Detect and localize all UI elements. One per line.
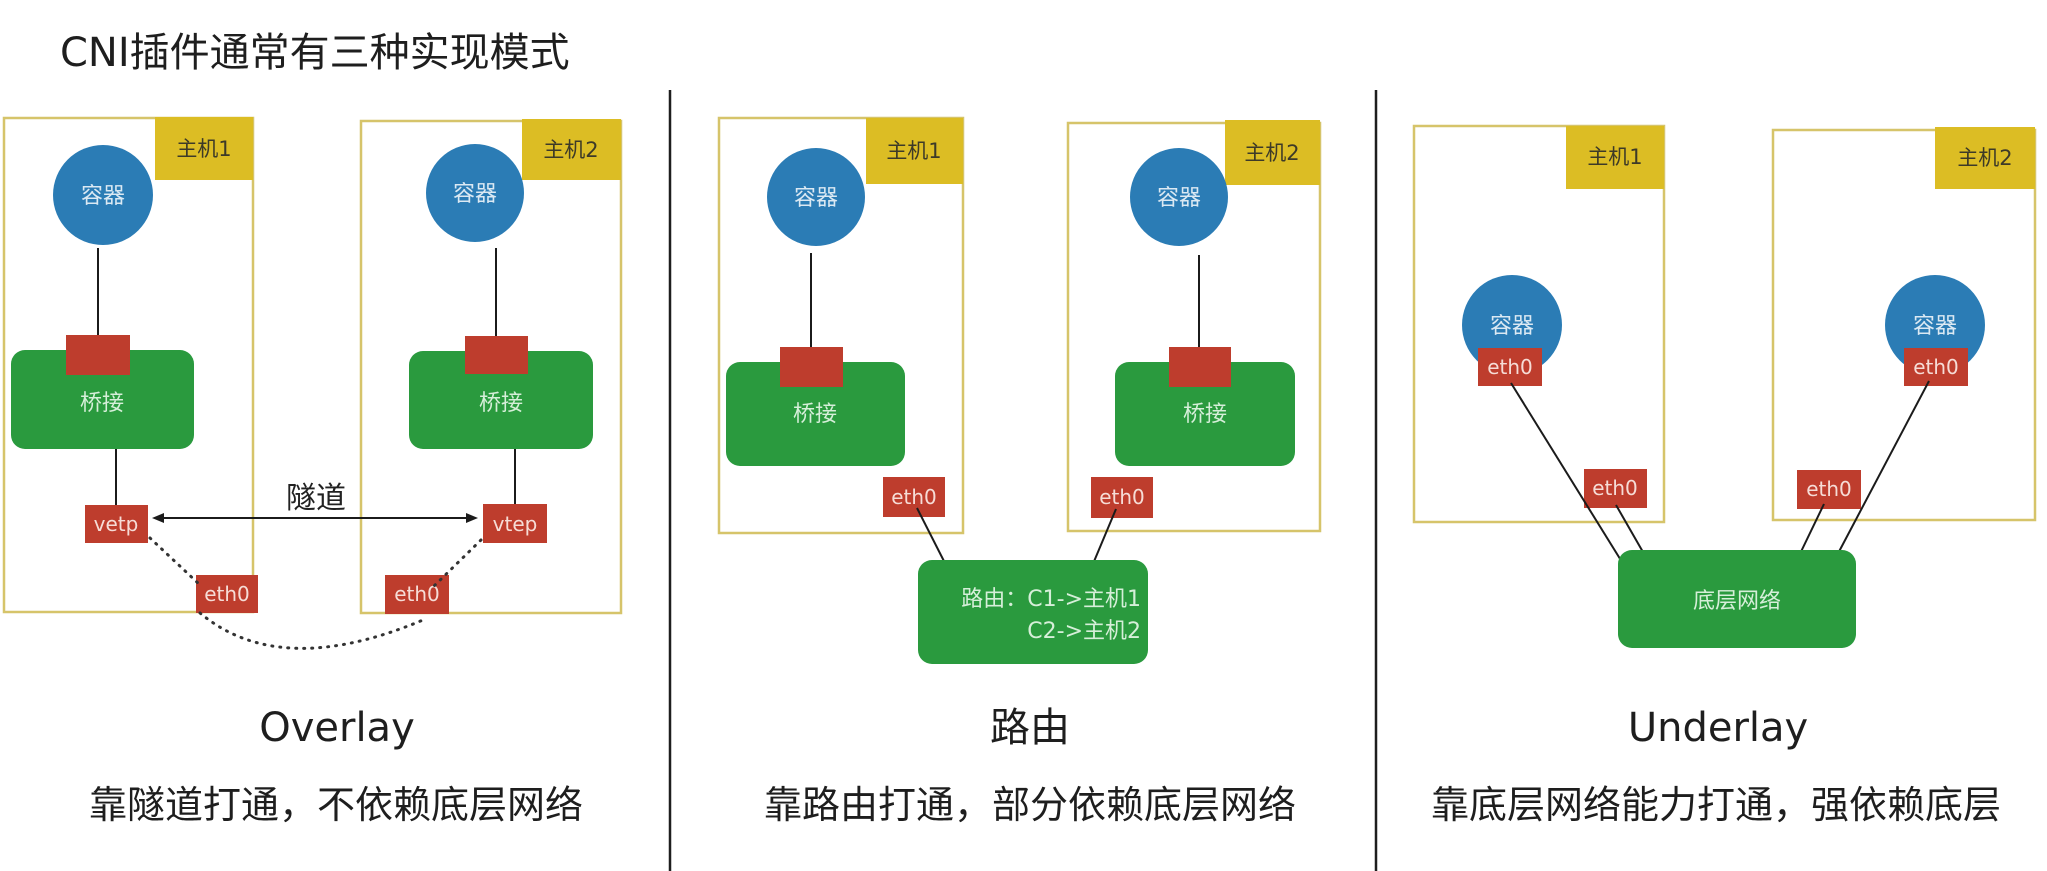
host1-eth0-label: eth0 — [204, 582, 250, 606]
overlay-mode-label: Overlay — [259, 705, 415, 751]
host-eth0-port — [1797, 470, 1861, 509]
underlay-mode-description: 靠底层网络能力打通，强依赖底层 — [1431, 783, 2001, 827]
container-label: 容器 — [1913, 314, 1957, 339]
bridge-port — [66, 335, 130, 375]
bridge-port — [1169, 347, 1231, 387]
container-label: 容器 — [794, 186, 838, 211]
host2-eth0-port — [385, 575, 449, 614]
underlay-network-label: 底层网络 — [1693, 589, 1781, 614]
container-label: 容器 — [81, 184, 125, 209]
host-tag — [1566, 126, 1664, 189]
underlay-mode-label: Underlay — [1628, 705, 1808, 751]
host-eth0-label: eth0 — [891, 485, 937, 509]
host2-eth0-label: eth0 — [394, 582, 440, 606]
underlay-section: 主机1 容器 eth0 eth0 主机2 容器 eth0 eth0 底层网络 — [1412, 124, 2037, 648]
container-eth0-port — [1904, 348, 1968, 386]
tunnel-arrow-right-head — [466, 513, 478, 523]
host-eth0-label: eth0 — [1806, 477, 1852, 501]
routing-mode-label: 路由 — [990, 705, 1070, 751]
routing-section: 主机1 容器 桥接 eth0 主机2 容器 桥接 eth0 — [717, 116, 1322, 664]
container-eth0-label: eth0 — [1487, 355, 1533, 379]
host-tag — [866, 118, 963, 184]
overlay-host2: 主机2 容器 桥接 vtep — [359, 119, 623, 615]
container-circle — [426, 144, 524, 242]
container-eth0-port — [1478, 348, 1542, 386]
bridge-label: 桥接 — [1183, 402, 1227, 427]
host-tag-label: 主机1 — [176, 137, 231, 161]
route-entry-1: 路由：C1->主机1 — [961, 587, 1141, 612]
bridge-port — [465, 336, 528, 374]
underlay-host2: 主机2 容器 eth0 eth0 — [1771, 127, 2037, 522]
bridge — [11, 350, 194, 449]
bridge-port — [780, 347, 843, 387]
host-tag-label: 主机1 — [886, 139, 941, 163]
routing-host2: 主机2 容器 桥接 eth0 — [1066, 120, 1322, 533]
overlay-section: 主机1 容器 桥接 vetp 主机2 容器 桥接 vtep — [2, 116, 623, 650]
underlay-network-box — [1618, 550, 1856, 648]
host-tag-label: 主机1 — [1587, 145, 1642, 169]
container-circle — [1130, 148, 1228, 246]
diagram-title: CNI插件通常有三种实现模式 — [60, 30, 570, 76]
overlay-host1: 主机1 容器 桥接 vetp — [2, 116, 255, 614]
host-tag — [1935, 127, 2035, 189]
underlay-host1: 主机1 容器 eth0 eth0 — [1412, 124, 1666, 524]
route-entry-2: C2->主机2 — [1027, 619, 1141, 644]
bridge — [1115, 362, 1295, 466]
container-label: 容器 — [1157, 186, 1201, 211]
vtep1-eth0-dotted-link — [148, 536, 202, 587]
host-eth0-label: eth0 — [1592, 476, 1638, 500]
bridge-label: 桥接 — [479, 391, 523, 416]
routing-host1: 主机1 容器 桥接 eth0 — [717, 116, 965, 535]
vtep2-eth0-dotted-link — [431, 538, 483, 589]
bridge-label: 桥接 — [80, 391, 124, 416]
host-tag-label: 主机2 — [543, 138, 598, 162]
container-label: 容器 — [453, 182, 497, 207]
container2-network-link — [1832, 380, 1930, 564]
bridge-label: 桥接 — [793, 402, 837, 427]
host-tag — [522, 119, 621, 180]
vtep-label: vtep — [493, 512, 538, 536]
host-tag-label: 主机2 — [1957, 146, 2012, 170]
host-eth0-port — [1584, 469, 1647, 508]
vtep-port — [85, 505, 148, 543]
host-eth0-port — [1091, 477, 1153, 518]
container1-network-link — [1510, 382, 1623, 563]
tunnel-label: 隧道 — [286, 481, 346, 516]
host-tag-label: 主机2 — [1244, 141, 1299, 165]
host-eth0-port — [883, 477, 945, 517]
bridge — [726, 362, 905, 466]
vtep-label: vetp — [94, 512, 139, 536]
vtep-port — [483, 504, 547, 543]
host-tag — [155, 117, 253, 180]
routing-mode-description: 靠路由打通，部分依赖底层网络 — [764, 783, 1296, 827]
eth0-underlay-dotted-arc — [198, 611, 425, 650]
tunnel-arrow-left-head — [152, 513, 164, 523]
overlay-mode-description: 靠隧道打通，不依赖底层网络 — [89, 783, 583, 827]
host-tag — [1225, 120, 1320, 185]
host1-eth0-port — [196, 575, 258, 613]
bridge — [409, 351, 593, 449]
container-circle — [767, 148, 865, 246]
router-box — [918, 560, 1148, 664]
host-eth0-label: eth0 — [1099, 485, 1145, 509]
container-label: 容器 — [1490, 314, 1534, 339]
container-circle — [53, 145, 153, 245]
container-eth0-label: eth0 — [1913, 355, 1959, 379]
